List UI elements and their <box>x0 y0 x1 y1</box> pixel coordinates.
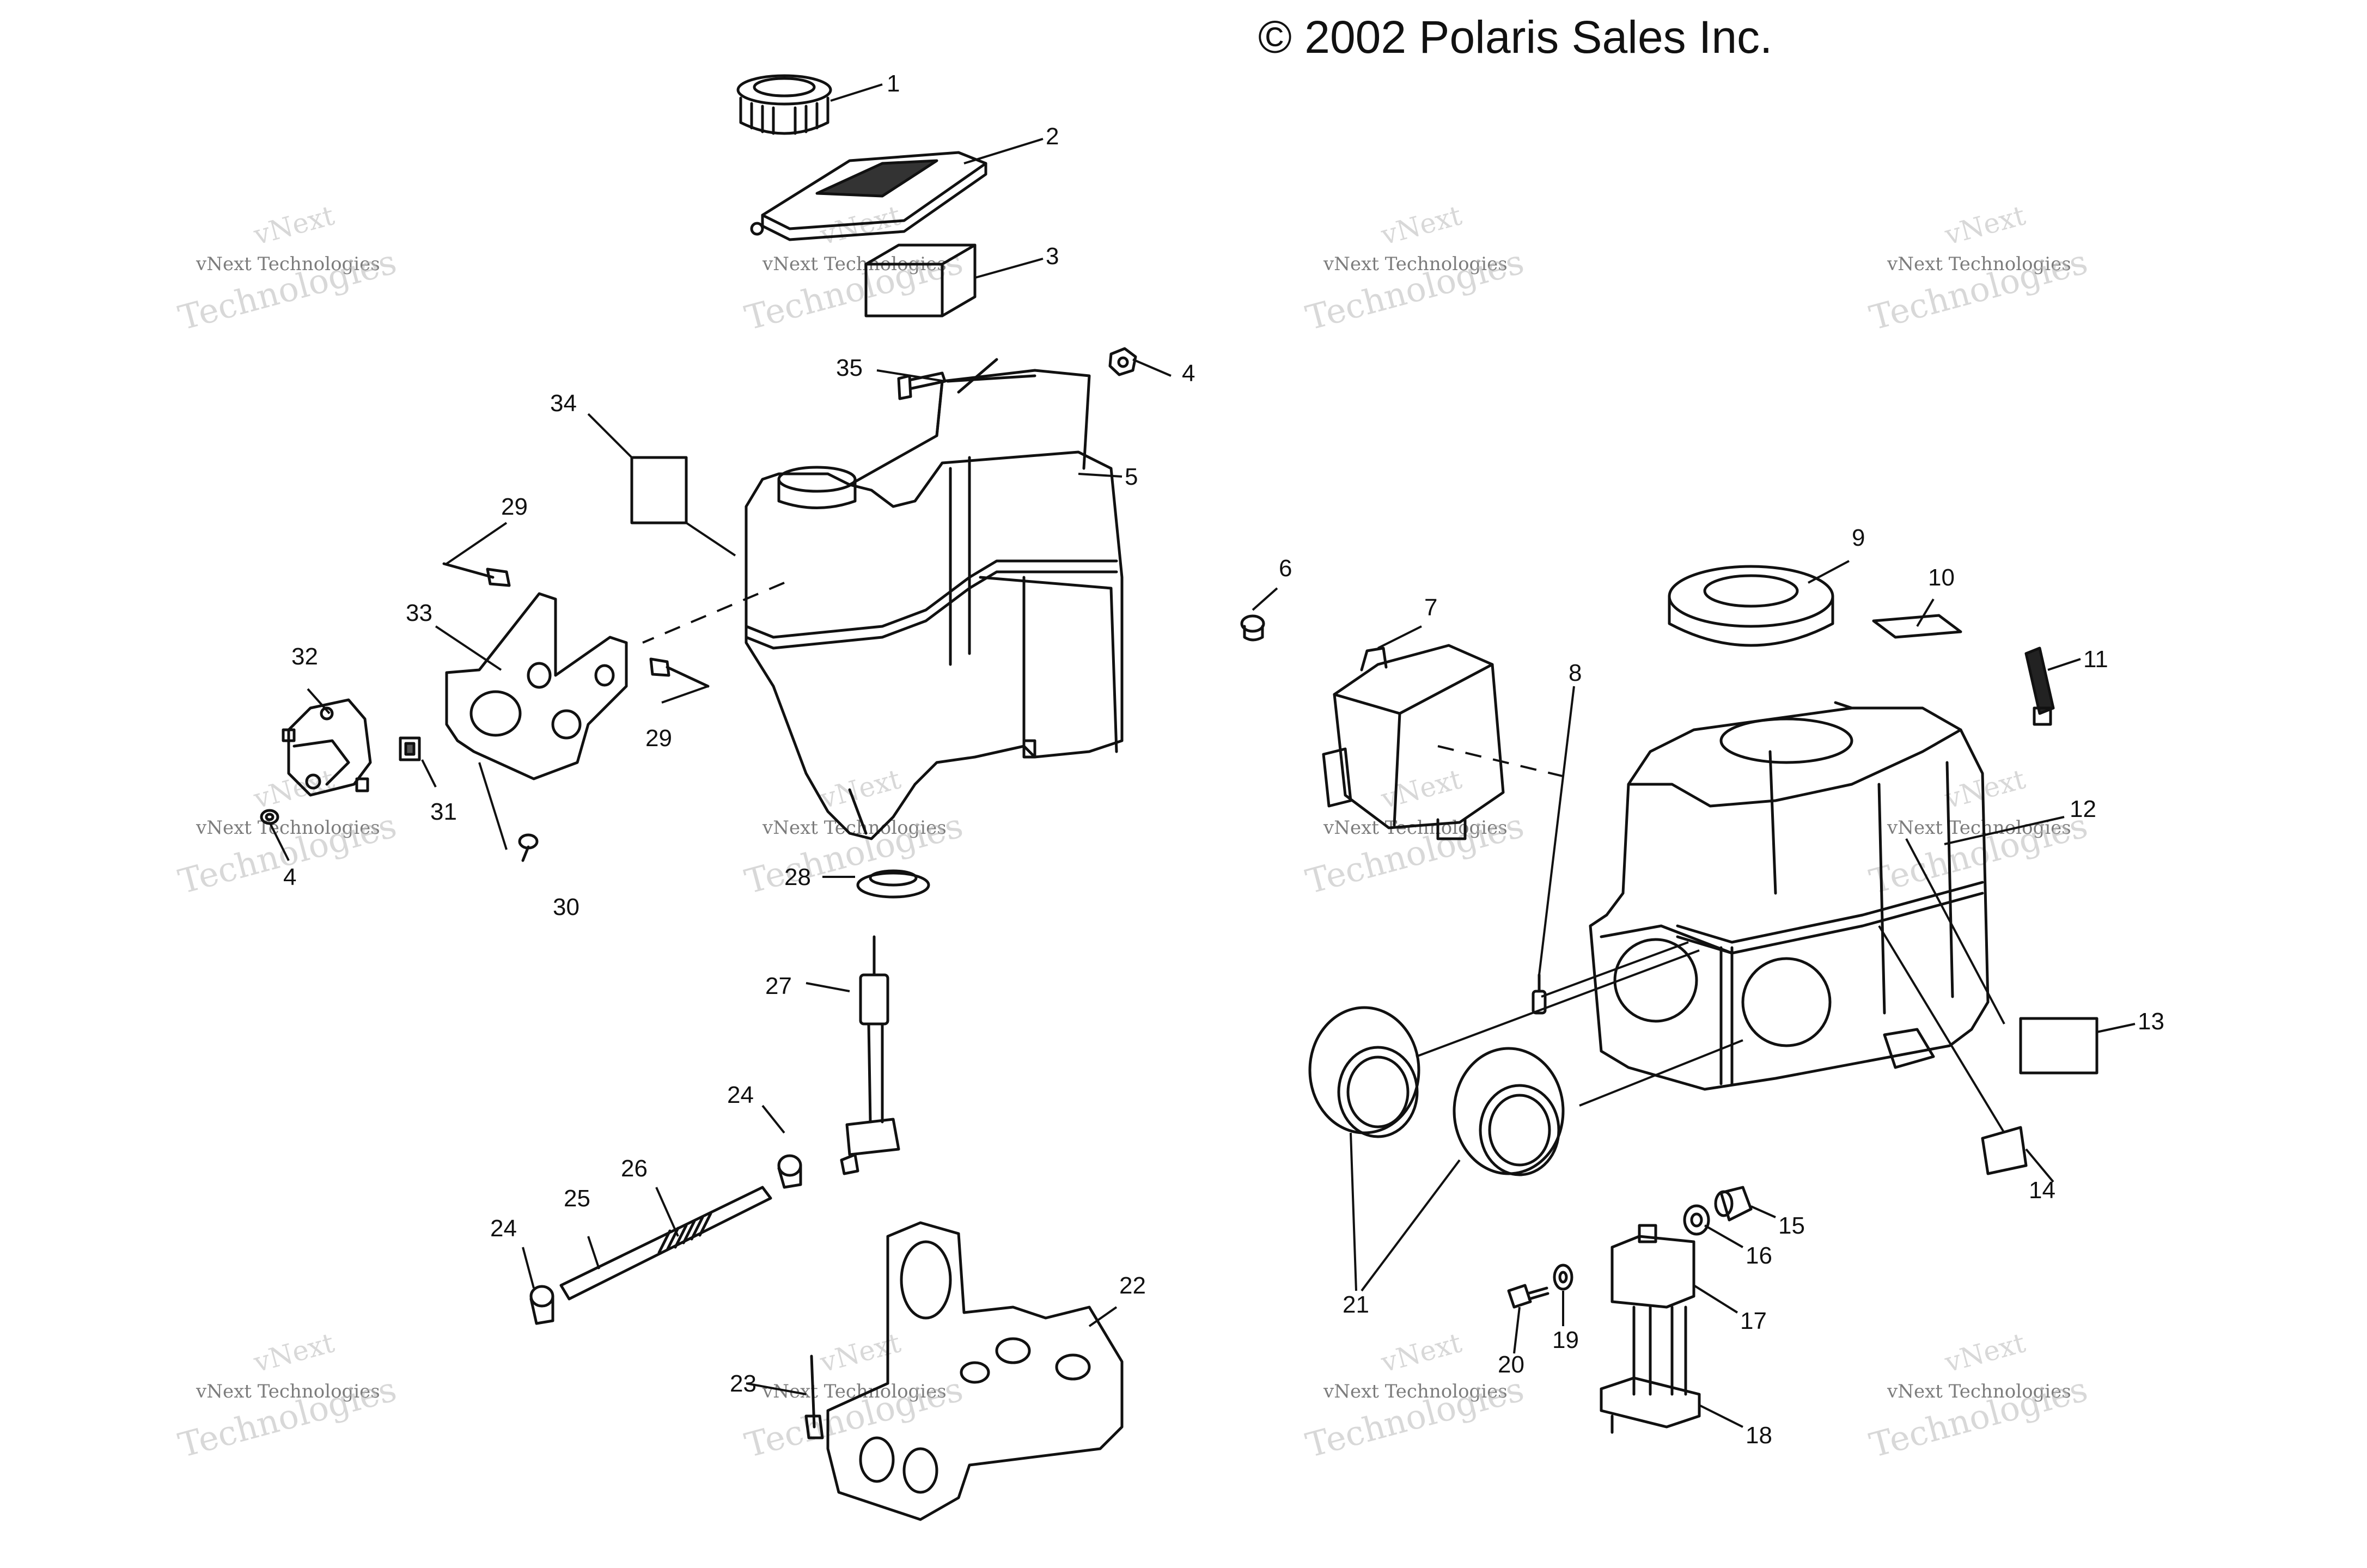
part-7-module <box>1322 644 1505 840</box>
part-18-strap <box>1600 1376 1701 1434</box>
callout-31: 31 <box>430 798 457 825</box>
callout-30: 30 <box>553 894 579 920</box>
callout-22: 22 <box>1119 1272 1146 1299</box>
callout-4: 4 <box>1182 360 1195 387</box>
part-2-cover <box>750 151 987 241</box>
part-32-pump <box>282 698 372 797</box>
callout-13: 13 <box>2138 1008 2164 1035</box>
part-4-nut-left <box>260 809 279 825</box>
callout-10: 10 <box>1928 564 1955 591</box>
copyright-notice: © 2002 Polaris Sales Inc. <box>1258 11 1773 63</box>
callout-12: 12 <box>2070 796 2096 822</box>
callout-33: 33 <box>406 600 432 626</box>
part-16-bushing <box>1683 1204 1710 1236</box>
callout-21: 21 <box>1343 1291 1369 1318</box>
callout-8: 8 <box>1569 660 1582 686</box>
callout-14: 14 <box>2029 1177 2055 1204</box>
part-10-decal <box>1872 614 1962 639</box>
callout-labels: 1 2 3 4 5 6 7 8 9 10 11 12 13 14 15 16 1… <box>283 70 2164 1449</box>
callout-28: 28 <box>784 864 811 890</box>
part-13-decal <box>2019 1017 2098 1075</box>
part-1-cap <box>736 74 832 135</box>
callout-34: 34 <box>550 390 577 417</box>
callout-3: 3 <box>1046 243 1059 270</box>
part-21-boots <box>1308 1006 1565 1176</box>
callout-35: 35 <box>836 355 863 381</box>
callout-18: 18 <box>1746 1422 1772 1449</box>
part-28-grommet <box>856 869 930 899</box>
callout-17: 17 <box>1740 1308 1767 1334</box>
callout-1: 1 <box>887 70 900 97</box>
part-8-fitting <box>1532 973 1547 1015</box>
part-3-foam <box>864 243 977 318</box>
callout-24b: 24 <box>727 1082 754 1108</box>
part-31-nut <box>399 736 421 761</box>
part-30-screw <box>518 833 539 862</box>
part-5-oil-tank <box>745 358 1124 840</box>
part-27-sensor <box>840 935 900 1175</box>
callout-5: 5 <box>1125 463 1138 490</box>
callout-29b: 29 <box>645 725 672 752</box>
callout-11: 11 <box>2083 646 2108 673</box>
part-15-bushing <box>1714 1186 1753 1222</box>
callout-16: 16 <box>1746 1242 1772 1269</box>
part-33-bracket <box>445 592 628 780</box>
part-26-spring <box>657 1212 712 1254</box>
part-25-rod <box>559 1186 772 1301</box>
callout-6: 6 <box>1279 555 1292 582</box>
part-22-bracket <box>826 1221 1124 1521</box>
part-29-pin-bottom <box>649 657 710 688</box>
part-29-pin-top <box>442 562 511 587</box>
part-23-pin <box>804 1355 824 1439</box>
callout-25: 25 <box>564 1185 590 1212</box>
part-20-bolt <box>1507 1284 1549 1309</box>
callout-29a: 29 <box>501 493 528 520</box>
callout-27: 27 <box>765 973 792 999</box>
callout-32: 32 <box>291 643 318 670</box>
callout-4-left: 4 <box>283 864 296 890</box>
part-24-bushing-left <box>529 1285 554 1325</box>
callout-7: 7 <box>1424 594 1437 621</box>
part-34-label <box>630 456 688 524</box>
leader-lines <box>269 83 2136 1428</box>
callout-19: 19 <box>1552 1327 1579 1353</box>
callout-2: 2 <box>1046 123 1059 150</box>
part-9-ring <box>1668 565 1834 647</box>
part-24-bushing-right <box>777 1154 802 1189</box>
part-17-bracket <box>1610 1224 1695 1396</box>
part-6-plug <box>1240 614 1265 642</box>
callout-15: 15 <box>1778 1212 1805 1239</box>
part-4-nut <box>1108 347 1137 376</box>
callout-20: 20 <box>1498 1351 1524 1378</box>
callout-23: 23 <box>730 1370 757 1397</box>
part-14-decal <box>1981 1126 2028 1175</box>
part-19-washer <box>1553 1264 1573 1291</box>
part-11-clip <box>2024 646 2055 726</box>
callout-9: 9 <box>1852 524 1865 551</box>
airbox-assembly <box>1589 701 1990 1091</box>
callout-26: 26 <box>621 1155 648 1182</box>
callout-24a: 24 <box>490 1215 517 1242</box>
